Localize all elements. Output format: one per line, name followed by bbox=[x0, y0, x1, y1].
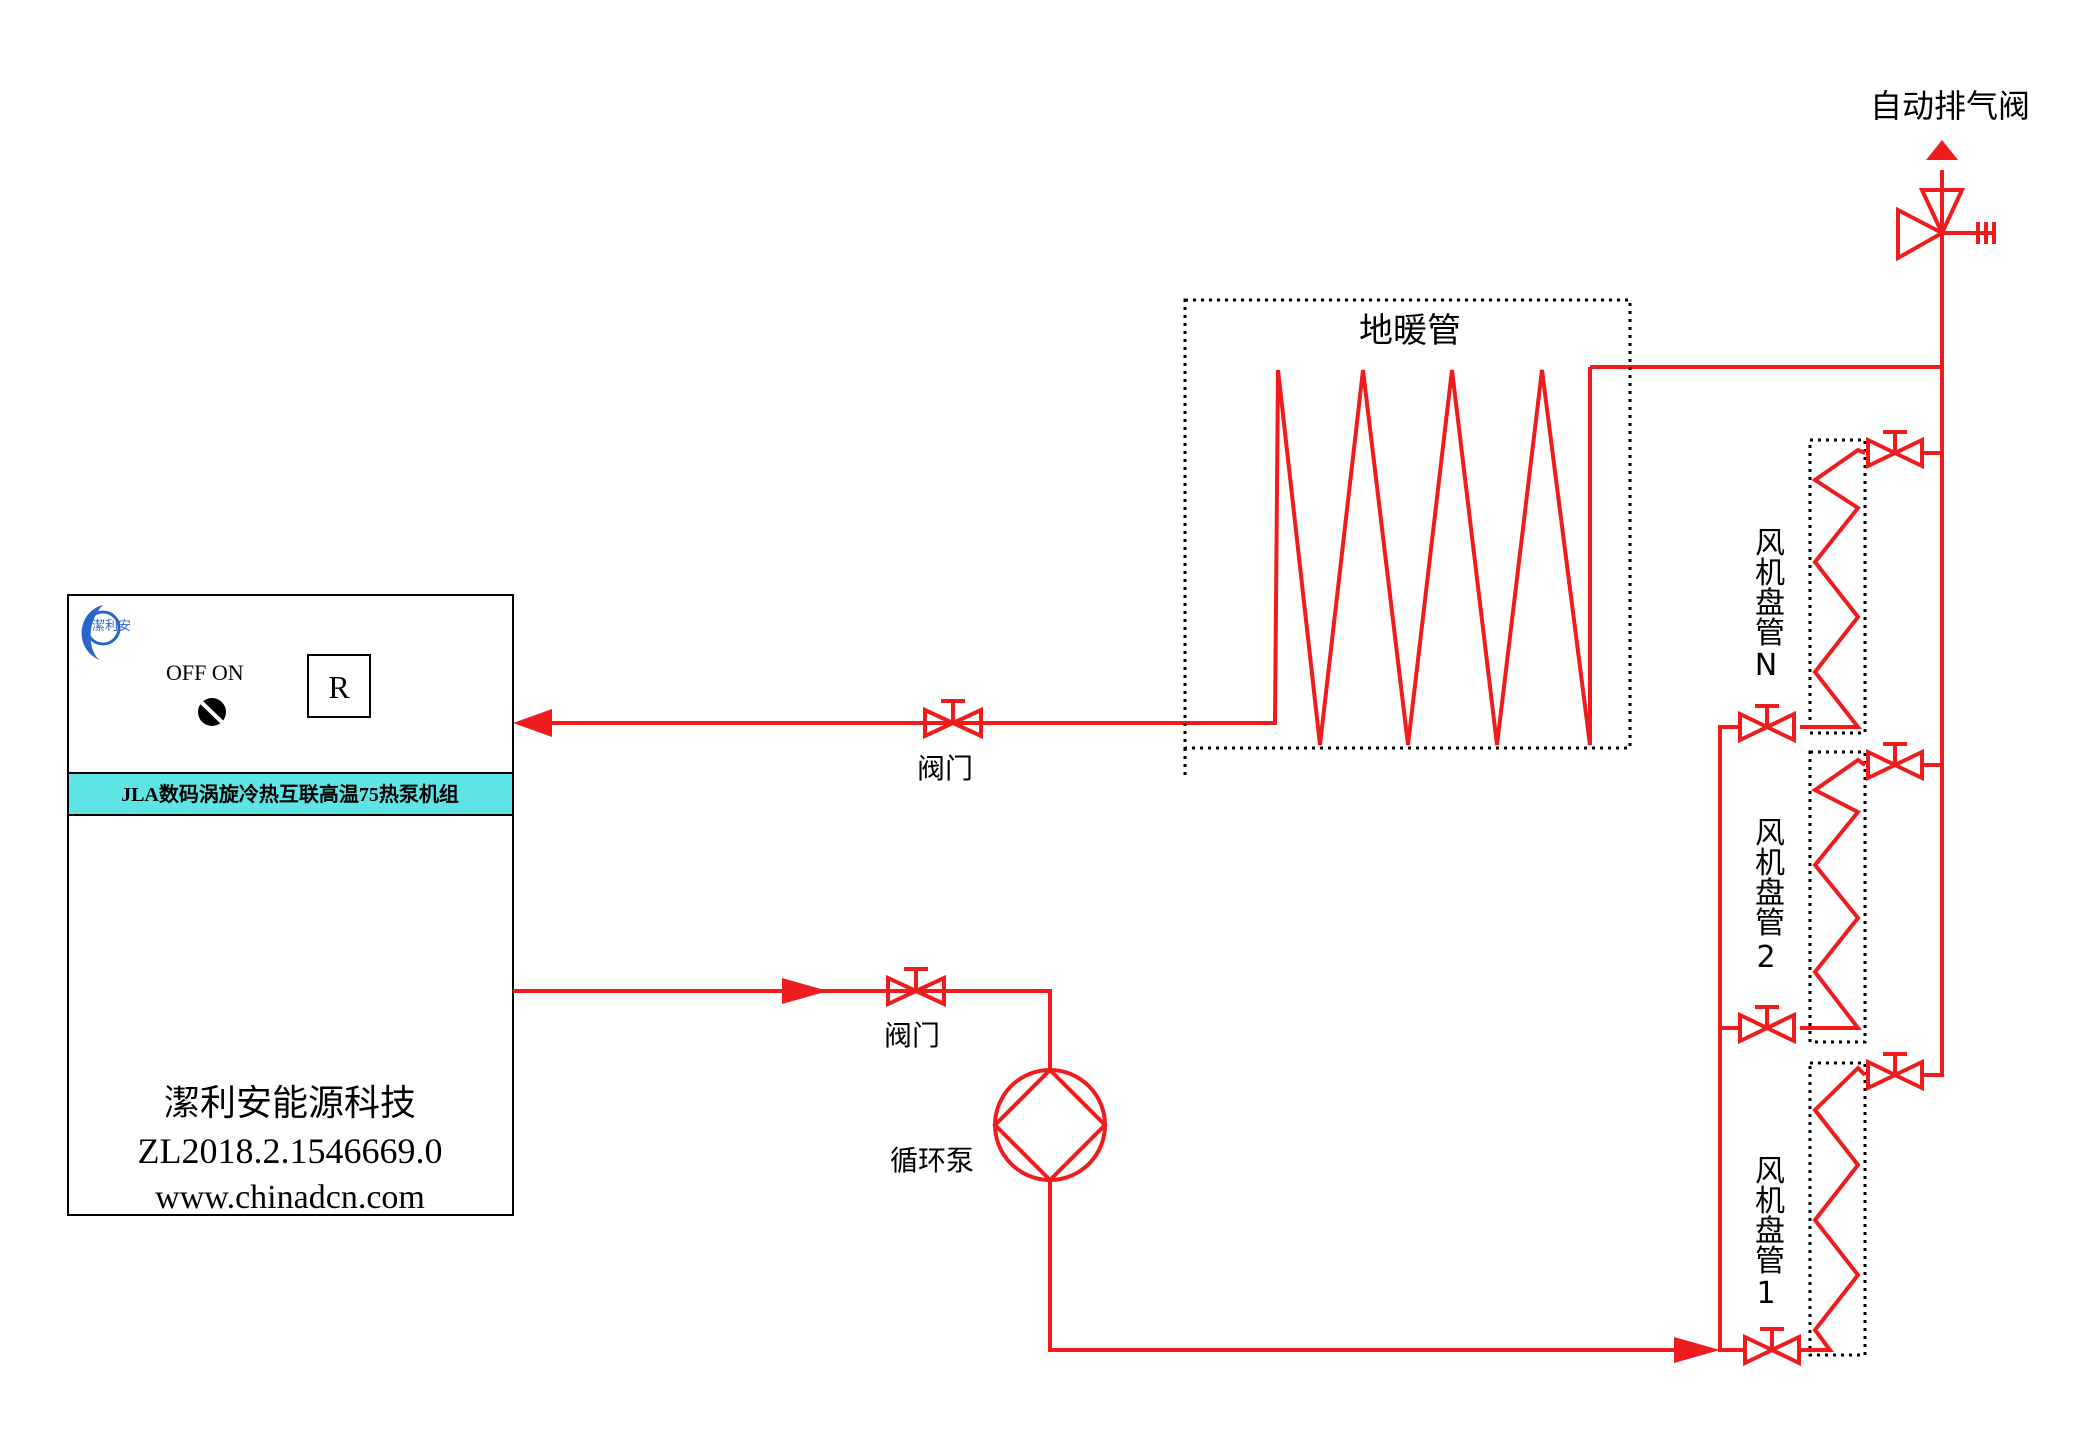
power-switch[interactable] bbox=[197, 698, 228, 728]
fan-coil-1-top-valve[interactable] bbox=[1866, 1052, 1924, 1092]
fan-coil-2-char: 风 bbox=[1755, 816, 1785, 851]
piping bbox=[513, 170, 1944, 1352]
auto-vent-valve-icon[interactable] bbox=[1896, 188, 1996, 262]
fan-coil-n-char: 管 bbox=[1755, 616, 1785, 651]
fan-coil-2-bottom-valve[interactable] bbox=[1738, 1005, 1796, 1045]
supply-arrow-icon bbox=[782, 978, 828, 1004]
fan-coil-1-char: 机 bbox=[1755, 1184, 1785, 1219]
fan-coil-n-char: 机 bbox=[1755, 556, 1785, 591]
company-name: 潔利安能源科技 bbox=[164, 1083, 416, 1123]
fan-coil-2-coil bbox=[1800, 757, 1867, 1030]
return-arrow-icon bbox=[513, 709, 552, 737]
fan-coil-1-coil bbox=[1800, 1065, 1867, 1352]
fan-coil-n: 风 机 盘 管 N bbox=[1738, 430, 1924, 744]
pump-label: 循环泵 bbox=[890, 1144, 974, 1177]
pump-outlet-pipe bbox=[1048, 1180, 1700, 1352]
coil-supply-manifold bbox=[1718, 725, 1745, 1352]
logo: 潔利安 bbox=[81, 605, 131, 660]
logo-swoosh-icon bbox=[81, 605, 103, 660]
fan-coil-n-box bbox=[1808, 438, 1867, 735]
fan-coil-2-char: 机 bbox=[1755, 846, 1785, 881]
floor-heating-label: 地暖管 bbox=[1359, 311, 1461, 351]
supply-valve[interactable] bbox=[886, 967, 946, 1008]
heat-pump-unit: 潔利安 OFF ON R JLA数码涡旋冷热互联高温75热泵机组 潔利安能源科技… bbox=[67, 594, 514, 1216]
supply-pipe bbox=[513, 989, 1052, 1070]
fan-coil-1-char: 1 bbox=[1756, 1276, 1775, 1311]
supply-valve-label: 阀门 bbox=[884, 1019, 940, 1052]
unit-outline bbox=[67, 594, 514, 1216]
patent-number: ZL2018.2.1546669.0 bbox=[138, 1131, 443, 1171]
fan-coil-n-char: 盘 bbox=[1755, 586, 1785, 621]
model-title: JLA数码涡旋冷热互联高温75热泵机组 bbox=[121, 782, 459, 806]
fan-coil-n-coil bbox=[1800, 447, 1866, 729]
model-band bbox=[67, 772, 514, 816]
reset-button[interactable]: R bbox=[307, 654, 371, 718]
fan-coil-1-box bbox=[1808, 1061, 1867, 1357]
fan-coil-2-box bbox=[1808, 750, 1867, 1044]
floor-heating-coil bbox=[1235, 367, 1592, 746]
return-valve-label: 阀门 bbox=[917, 752, 973, 785]
fan-coil-1: 风 机 盘 管 1 bbox=[1743, 1052, 1924, 1367]
fan-coil-2-char: 盘 bbox=[1755, 876, 1785, 911]
fan-coil-2-char: 管 bbox=[1755, 906, 1785, 941]
fan-coil-1-char: 风 bbox=[1755, 1154, 1785, 1189]
fan-coil-2-char: 2 bbox=[1756, 940, 1775, 975]
fan-coil-1-bottom-valve[interactable] bbox=[1743, 1327, 1801, 1367]
floor-heating-loop: 地暖管 bbox=[1183, 298, 1632, 775]
fan-coil-2: 风 机 盘 管 2 bbox=[1738, 742, 1924, 1045]
circulation-pump-icon[interactable] bbox=[992, 1067, 1108, 1183]
floor-heating-box bbox=[1183, 298, 1632, 750]
fan-coil-1-char: 管 bbox=[1755, 1244, 1785, 1279]
fan-coil-n-bottom-valve[interactable] bbox=[1738, 704, 1796, 744]
reset-label: R bbox=[328, 669, 350, 705]
fan-coil-2-top-valve[interactable] bbox=[1866, 742, 1924, 782]
manifold-arrow-icon bbox=[1674, 1337, 1720, 1363]
fan-coil-1-char: 盘 bbox=[1755, 1214, 1785, 1249]
website: www.chinadcn.com bbox=[155, 1179, 425, 1216]
return-valve[interactable] bbox=[923, 699, 983, 740]
flow-arrows bbox=[513, 140, 1958, 1363]
vent-riser bbox=[1940, 170, 1944, 1077]
fan-coil-n-top-valve[interactable] bbox=[1866, 430, 1924, 470]
logo-text: 潔利安 bbox=[92, 619, 131, 634]
fan-coil-n-char: N bbox=[1755, 648, 1777, 683]
vent-arrow-icon bbox=[1926, 140, 1958, 160]
auto-vent-label: 自动排气阀 bbox=[1870, 87, 2030, 125]
fan-coil-n-char: 风 bbox=[1755, 526, 1785, 561]
switch-label: OFF ON bbox=[166, 660, 244, 685]
